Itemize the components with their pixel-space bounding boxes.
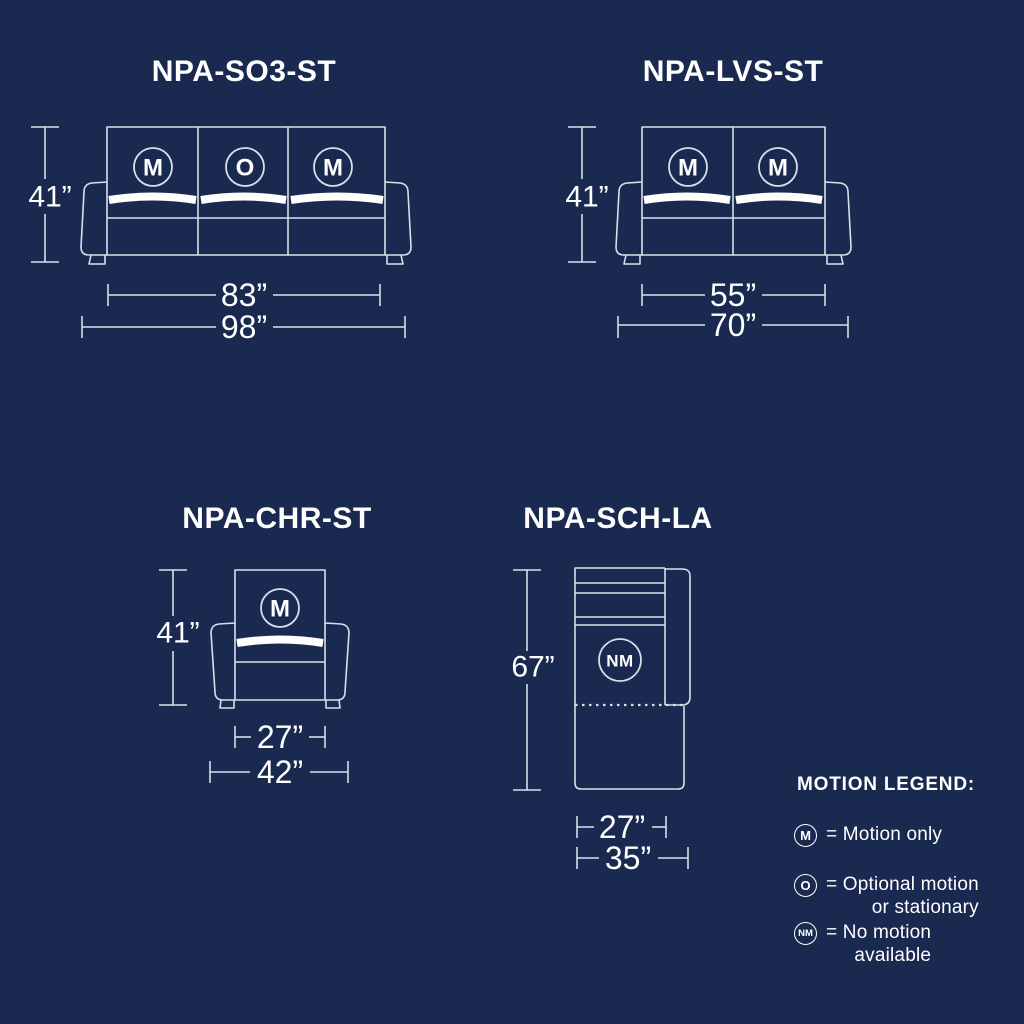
sch-diagram: 67” NM 27” 35” [511, 567, 691, 876]
o-icon-letter: O [800, 878, 811, 893]
legend-line: = Motion only [826, 824, 943, 845]
legend-line: available [854, 945, 932, 966]
lvs-height-label: 41” [565, 181, 608, 214]
chr-height-dimension [159, 569, 187, 706]
so3-inner-width-label: 83” [221, 277, 267, 313]
chr-diagram: 41” M 27” 42” [156, 569, 350, 790]
chr-inner-width-label: 27” [257, 719, 303, 755]
so3-motion-markers: M O M [133, 147, 353, 187]
legend-line: = No motion [826, 922, 932, 943]
so3-height-dimension [31, 126, 59, 263]
lvs-motion-markers: M M [668, 147, 798, 187]
sch-height-dimension [513, 569, 541, 791]
lvs-height-dimension [568, 126, 596, 263]
lvs-title: NPA-LVS-ST [642, 55, 824, 88]
lvs-diagram: 41” M M 55” [565, 126, 852, 343]
lvs-outer-width-dimension [617, 316, 849, 338]
sch-chaise-outline [574, 567, 691, 790]
lvs-inner-width-dimension [641, 284, 826, 306]
chr-outer-width-label: 42” [257, 754, 303, 790]
legend-item-motion-only: M = Motion only [794, 823, 942, 847]
so3-diagram: 41” M O M 8 [28, 126, 412, 345]
so3-title: NPA-SO3-ST [151, 55, 337, 88]
sch-title: NPA-SCH-LA [523, 502, 713, 535]
chr-chair-outline [210, 569, 350, 709]
legend-item-no-motion-text: = No motion available [826, 921, 931, 967]
so3-inner-width-dimension [107, 284, 381, 306]
sch-height-label: 67” [511, 651, 554, 684]
nm-icon-letter: NM [798, 928, 813, 939]
o-icon: O [794, 874, 817, 897]
sch-outer-width-label: 35” [605, 840, 651, 876]
sch-outer-width-dimension [576, 847, 689, 869]
lvs-seat-1-code: M [678, 155, 698, 182]
lvs-sofa-outline [615, 126, 852, 265]
sch-inner-width-label: 27” [599, 809, 645, 845]
lvs-inner-width-label: 55” [710, 277, 756, 313]
nm-icon: NM [794, 922, 817, 945]
so3-seat-1-code: M [143, 155, 163, 182]
motion-circle-icon [668, 147, 708, 187]
lvs-seat-2-code: M [768, 155, 788, 182]
sch-inner-width-dimension [576, 816, 667, 838]
chr-inner-width-dimension [234, 726, 326, 748]
motion-circle-icon [598, 638, 642, 682]
lvs-seat-cushions [643, 192, 823, 204]
so3-seat-3-code: M [323, 155, 343, 182]
chr-title: NPA-CHR-ST [182, 502, 372, 535]
chr-seat-code: M [270, 596, 290, 623]
m-icon: M [794, 824, 817, 847]
so3-outer-width-dimension [81, 316, 406, 338]
so3-outer-width-label: 98” [221, 309, 267, 345]
chr-height-label: 41” [156, 617, 199, 650]
legend-item-optional-motion-text: = Optional motion or stationary [826, 873, 979, 919]
motion-circle-icon [313, 147, 353, 187]
legend-item-no-motion: NM = No motion available [794, 921, 931, 967]
chr-motion-marker: M [260, 588, 300, 628]
sch-seat-code: NM [606, 652, 633, 671]
chr-outer-width-dimension [209, 761, 349, 783]
so3-seat-2-code: O [236, 155, 255, 182]
m-icon-letter: M [800, 828, 811, 843]
motion-circle-icon [260, 588, 300, 628]
legend-item-optional-motion: O = Optional motion or stationary [794, 873, 979, 919]
chr-seat-cushion [236, 635, 324, 647]
motion-circle-icon [758, 147, 798, 187]
so3-seat-cushions [108, 192, 384, 204]
motion-legend-title: MOTION LEGEND: [797, 774, 975, 795]
lvs-outer-width-label: 70” [710, 307, 756, 343]
motion-circle-icon [225, 147, 265, 187]
legend-line: or stationary [871, 897, 979, 918]
legend-item-motion-only-text: = Motion only [826, 823, 942, 846]
so3-sofa-outline [80, 126, 412, 265]
so3-height-label: 41” [28, 181, 71, 214]
sch-motion-marker: NM [598, 638, 642, 682]
motion-circle-icon [133, 147, 173, 187]
legend-line: = Optional motion [826, 874, 979, 895]
